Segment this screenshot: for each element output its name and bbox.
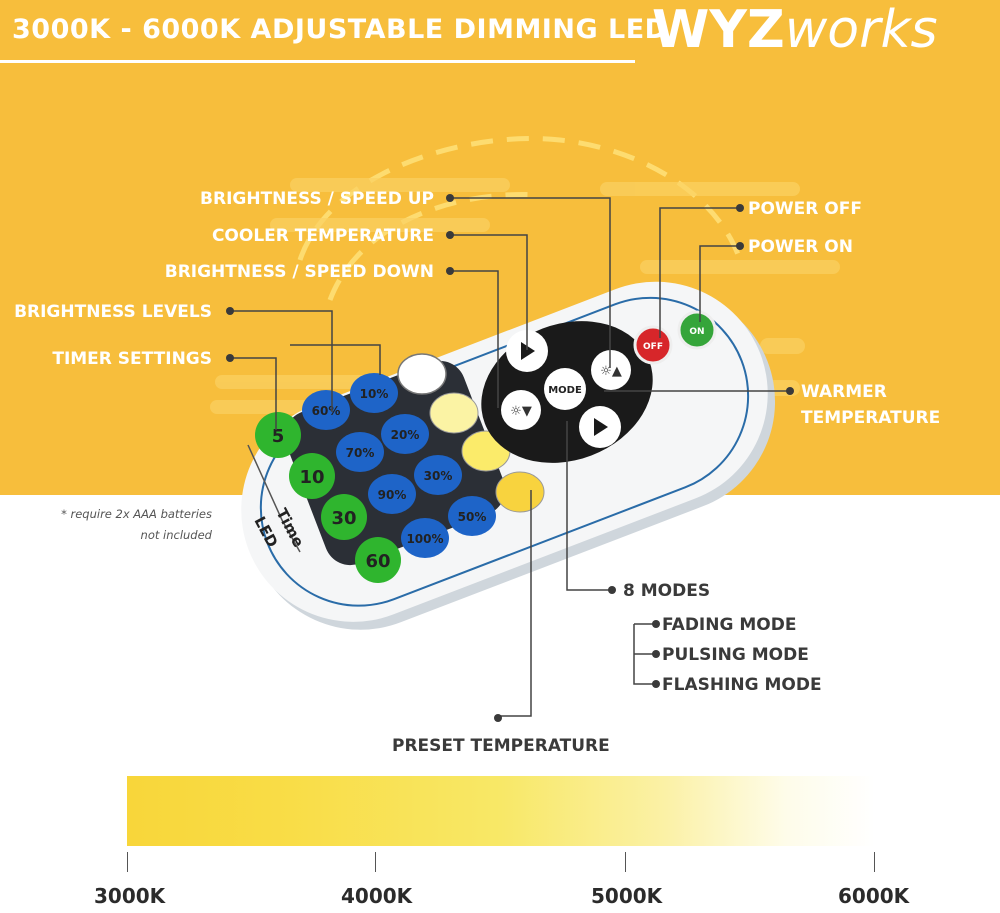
brightness-button-60[interactable]: 60% — [302, 390, 350, 430]
svg-text:90%: 90% — [378, 488, 407, 502]
brightness-button-70[interactable]: 70% — [336, 432, 384, 472]
label-8-modes: 8 MODES — [623, 581, 710, 601]
label-warmer-line2: TEMPERATURE — [801, 408, 940, 428]
svg-text:MODE: MODE — [548, 385, 582, 396]
svg-text:60%: 60% — [312, 404, 341, 418]
brightness-down-button[interactable]: ☼▼ — [501, 390, 541, 430]
battery-note: * require 2x AAA batteries not included — [14, 504, 212, 546]
tick-3000k — [127, 852, 128, 872]
label-brightness-levels: BRIGHTNESS LEVELS — [14, 302, 212, 322]
timer-button-10[interactable]: 10 — [289, 453, 335, 499]
callout-dots — [226, 194, 794, 722]
preset-warm-button[interactable] — [495, 471, 545, 513]
label-flashing-mode: FLASHING MODE — [662, 675, 822, 695]
brightness-button-30[interactable]: 30% — [414, 455, 462, 495]
tick-label-4000k: 4000K — [341, 884, 413, 908]
label-warmer-line1: WARMER — [801, 382, 887, 402]
brightness-button-10[interactable]: 10% — [350, 373, 398, 413]
svg-text:OFF: OFF — [643, 342, 663, 352]
tick-4000k — [375, 852, 376, 872]
preset-white-button[interactable] — [397, 353, 447, 395]
temperature-gradient-bar — [127, 776, 875, 846]
svg-text:60: 60 — [365, 551, 390, 572]
label-fading-mode: FADING MODE — [662, 615, 796, 635]
sun-down-icon: ☼▼ — [510, 404, 532, 419]
label-cooler-temperature: COOLER TEMPERATURE — [212, 226, 434, 246]
brightness-up-button[interactable]: ☼▲ — [591, 350, 631, 390]
warmer-temperature-button[interactable] — [579, 406, 621, 448]
timer-button-5[interactable]: 5 — [255, 412, 301, 458]
label-preset-temperature: PRESET TEMPERATURE — [392, 736, 610, 756]
svg-text:30%: 30% — [424, 469, 453, 483]
timer-button-60[interactable]: 60 — [355, 537, 401, 583]
tick-6000k — [874, 852, 875, 872]
tick-label-3000k: 3000K — [94, 884, 166, 908]
battery-note-line2: not included — [140, 528, 212, 542]
brand-logo-bold: WYZ — [652, 0, 785, 60]
power-on-button[interactable]: ON — [677, 310, 717, 350]
remote-timer-bracket — [247, 444, 301, 553]
svg-text:30: 30 — [331, 508, 356, 529]
preset-cool-button[interactable] — [429, 392, 479, 434]
headline-underline — [0, 60, 635, 63]
label-brightness-speed-down: BRIGHTNESS / SPEED DOWN — [165, 262, 434, 282]
svg-text:70%: 70% — [346, 446, 375, 460]
brightness-button-20[interactable]: 20% — [381, 414, 429, 454]
brightness-button-100[interactable]: 100% — [401, 518, 449, 558]
decorative-glow — [297, 136, 743, 301]
svg-text:10: 10 — [299, 467, 324, 488]
brand-logo: WYZworks — [652, 4, 938, 56]
decorative-bars — [210, 178, 840, 414]
play-right-icon — [594, 418, 608, 436]
battery-note-line1: * require 2x AAA batteries — [61, 507, 212, 521]
brand-logo-light: works — [784, 0, 938, 60]
tick-label-5000k: 5000K — [591, 884, 663, 908]
svg-text:20%: 20% — [391, 428, 420, 442]
svg-text:ON: ON — [689, 327, 704, 337]
sun-up-icon: ☼▲ — [600, 364, 622, 379]
label-timer-settings: TIMER SETTINGS — [52, 349, 212, 369]
page-headline: 3000K - 6000K ADJUSTABLE DIMMING LED — [12, 14, 668, 45]
timer-button-30[interactable]: 30 — [321, 494, 367, 540]
tick-5000k — [625, 852, 626, 872]
tick-label-6000k: 6000K — [838, 884, 910, 908]
play-right-icon — [521, 342, 535, 360]
label-brightness-speed-up: BRIGHTNESS / SPEED UP — [200, 189, 434, 209]
brightness-button-90[interactable]: 90% — [368, 474, 416, 514]
preset-temperature-buttons — [397, 353, 545, 513]
svg-text:100%: 100% — [406, 532, 443, 546]
label-power-off: POWER OFF — [748, 199, 862, 219]
svg-text:10%: 10% — [360, 387, 389, 401]
brightness-button-50[interactable]: 50% — [448, 496, 496, 536]
cooler-temperature-button[interactable] — [506, 330, 548, 372]
power-off-button[interactable]: OFF — [633, 325, 673, 365]
label-pulsing-mode: PULSING MODE — [662, 645, 809, 665]
label-power-on: POWER ON — [748, 237, 853, 257]
mode-button[interactable]: MODE — [544, 368, 586, 410]
callout-leader-lines — [230, 197, 790, 717]
svg-text:5: 5 — [272, 426, 285, 447]
svg-text:50%: 50% — [458, 510, 487, 524]
